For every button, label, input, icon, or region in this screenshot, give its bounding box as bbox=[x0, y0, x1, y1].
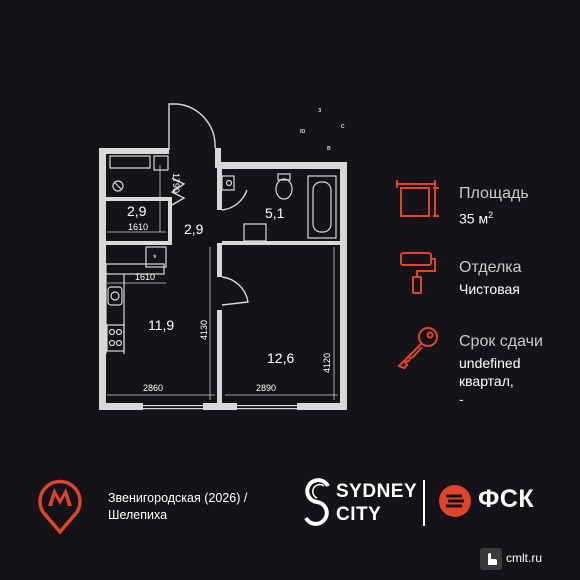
room-area-bath-small: 2,9 bbox=[127, 203, 147, 219]
dimension-2890: 2890 bbox=[256, 383, 276, 393]
dimension-1790: 1790 bbox=[171, 173, 181, 193]
dimension-4120: 4120 bbox=[322, 353, 332, 373]
metro-station-line-1: Звенигородская (2026) / bbox=[108, 491, 248, 505]
logo-divider bbox=[423, 480, 425, 526]
dimension-1610-mid: 1610 bbox=[135, 272, 155, 282]
area-unit-superscript: 2 bbox=[488, 210, 494, 220]
dimension-1610-top: 1610 bbox=[128, 222, 148, 232]
compass-north: з bbox=[318, 107, 321, 114]
area-label: Площадь bbox=[459, 185, 529, 202]
brand-line-2: CITY bbox=[336, 504, 382, 525]
developer-name: ФСК bbox=[478, 485, 535, 513]
deadline-line-2: квартал, bbox=[459, 373, 514, 389]
room-area-kitchen: 11,9 bbox=[148, 317, 174, 333]
compass-south: в bbox=[327, 145, 331, 152]
metro-station-line-2: Шелепиха bbox=[108, 508, 168, 522]
walls bbox=[99, 148, 347, 410]
sydney-city-wordmark: SYDNEY CITY bbox=[336, 480, 417, 526]
apartment-info: Площадь 35 м2 Отделка Чистовая Срок сдач bbox=[395, 176, 575, 407]
metro-logo-icon bbox=[38, 479, 82, 534]
star-marker: * bbox=[153, 253, 157, 263]
deadline-line-3: - bbox=[459, 391, 464, 407]
room-area-bathroom: 5,1 bbox=[265, 205, 285, 221]
area-number: 35 м bbox=[459, 210, 489, 227]
compass-west: ю bbox=[300, 128, 305, 135]
footer: Звенигородская (2026) / Шелепиха SYDNEY … bbox=[0, 462, 580, 580]
paint-roller-icon bbox=[400, 252, 436, 294]
key-icon bbox=[397, 327, 438, 370]
sydney-city-logo-icon bbox=[304, 478, 330, 526]
floor-plan: 2,9 2,9 5,1 11,9 12,6 1610 1610 2860 289… bbox=[99, 103, 347, 410]
windows bbox=[143, 403, 297, 410]
deadline-line-1: undefined bbox=[459, 355, 521, 371]
deadline-label: Срок сдачи bbox=[459, 333, 543, 350]
floor-plan-drawing: 2,9 2,9 5,1 11,9 12,6 1610 1610 2860 289… bbox=[99, 103, 347, 410]
brand-line-1: SYDNEY bbox=[336, 481, 418, 502]
hand-pointer-icon bbox=[480, 548, 502, 570]
info-deadline: Срок сдачи undefined квартал, - bbox=[395, 324, 575, 407]
watermark-text: cmlt.ru bbox=[506, 551, 542, 565]
finish-label: Отделка bbox=[459, 259, 522, 276]
compass: з с в ю bbox=[300, 107, 345, 152]
info-area-text: Площадь 35 м2 bbox=[459, 184, 529, 228]
metro-station: Звенигородская (2026) / Шелепиха bbox=[108, 490, 247, 524]
fixtures bbox=[105, 155, 337, 354]
area-value: 35 м2 bbox=[459, 206, 529, 228]
compass-east: с bbox=[341, 123, 345, 130]
dimension-lines bbox=[107, 165, 338, 400]
info-area: Площадь 35 м2 bbox=[395, 176, 575, 250]
floor-area-icon bbox=[396, 180, 439, 217]
info-deadline-text: Срок сдачи undefined квартал, - bbox=[459, 332, 543, 408]
info-finish: Отделка Чистовая bbox=[395, 250, 575, 324]
finish-value: Чистовая bbox=[459, 281, 520, 297]
doors bbox=[168, 103, 249, 306]
dimension-4130: 4130 bbox=[199, 320, 209, 340]
info-finish-text: Отделка Чистовая bbox=[459, 258, 522, 298]
room-area-living: 12,6 bbox=[267, 350, 294, 366]
room-area-hall: 2,9 bbox=[184, 221, 204, 237]
deadline-value: undefined квартал, - bbox=[459, 354, 543, 408]
fsk-logo-icon bbox=[439, 485, 471, 517]
dimension-2860: 2860 bbox=[143, 383, 163, 393]
